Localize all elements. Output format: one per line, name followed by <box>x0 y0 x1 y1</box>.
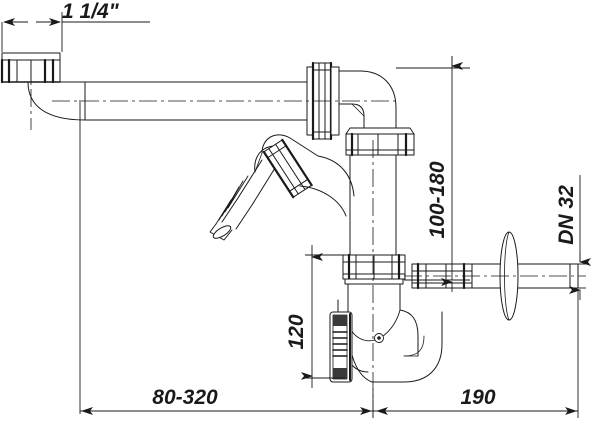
dimension-wall-reach <box>373 290 579 418</box>
cleanout-cap <box>329 311 353 383</box>
dimension-inlet-reach <box>79 100 374 418</box>
dimension-label-outlet-height: 100-180 <box>426 161 449 238</box>
union-nut-elbow <box>345 127 415 157</box>
dimension-lines <box>1 12 591 418</box>
dimension-inlet-thread <box>1 12 150 52</box>
outlet-elbow <box>399 309 443 383</box>
dimension-label-outlet-nominal: DN 32 <box>555 185 578 245</box>
trap-nut <box>342 253 406 285</box>
dimension-outlet-height <box>396 56 470 292</box>
dimension-labels: 1 1/4" 100-180 DN 32 120 80-320 190 <box>62 0 578 409</box>
inlet-pipe <box>27 81 311 121</box>
centerlines <box>30 60 586 418</box>
dimension-label-inlet-thread: 1 1/4" <box>62 0 120 23</box>
dimension-label-inlet-reach: 80-320 <box>152 386 218 409</box>
branch-joint <box>299 155 355 217</box>
vertical-pipe <box>349 154 397 259</box>
dimension-trap-height <box>301 245 345 388</box>
dimension-outlet-nominal <box>569 175 591 300</box>
inlet-elbow <box>338 70 397 129</box>
dimension-label-wall-reach: 190 <box>460 386 495 409</box>
hose-connector-nut <box>262 138 313 199</box>
dimension-label-trap-height: 120 <box>285 314 308 349</box>
